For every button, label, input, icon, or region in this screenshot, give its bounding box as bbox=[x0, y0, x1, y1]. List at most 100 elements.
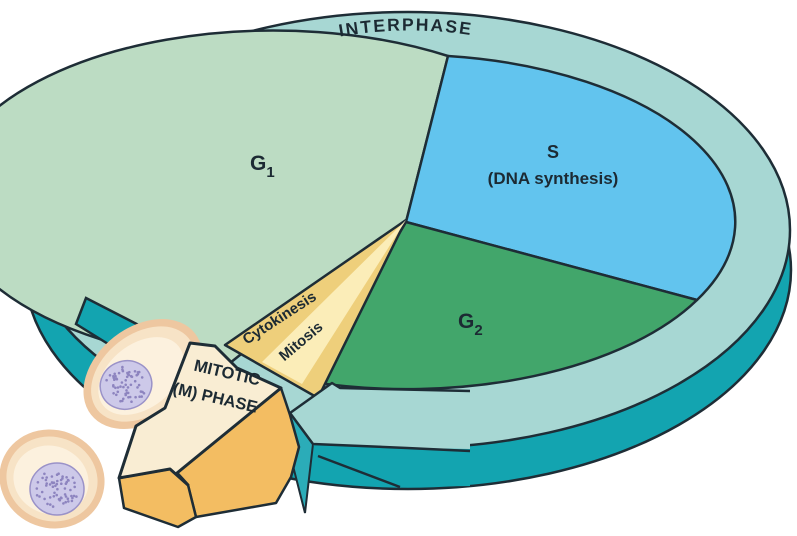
wedge-highlight bbox=[262, 220, 406, 384]
nucleus-dot bbox=[60, 482, 63, 486]
daughter-cell-lower bbox=[0, 429, 105, 529]
nucleus-dot bbox=[116, 386, 120, 389]
mitotic-phase-arrow bbox=[117, 341, 301, 529]
nucleus-dot bbox=[55, 482, 59, 486]
g2-label: G2 bbox=[458, 310, 483, 339]
nucleus-dot bbox=[71, 476, 75, 480]
ring-arrow-top bbox=[290, 383, 470, 449]
nucleus-dot bbox=[56, 487, 59, 491]
nucleus-dot bbox=[141, 390, 144, 394]
nucleus-dot bbox=[70, 499, 74, 503]
nucleus-dot bbox=[121, 399, 124, 403]
nucleus-dot bbox=[136, 386, 139, 389]
nucleus-dot bbox=[125, 389, 128, 392]
interphase-sectors bbox=[0, 29, 737, 391]
ring-arrowhead bbox=[288, 381, 471, 514]
nucleus-dot bbox=[133, 370, 137, 373]
nucleus-dot bbox=[140, 395, 143, 398]
mitotic-wedge bbox=[223, 218, 408, 400]
nucleus-dot bbox=[67, 500, 70, 503]
nucleus-dot bbox=[46, 502, 49, 506]
wedge-shape bbox=[223, 218, 408, 400]
nucleus-dot bbox=[75, 495, 78, 498]
nucleus-dot bbox=[51, 485, 55, 489]
nucleus-dot bbox=[121, 369, 125, 373]
nucleus-dot bbox=[63, 493, 67, 496]
nucleus-dot bbox=[119, 385, 122, 388]
nucleus-dot bbox=[51, 505, 55, 508]
nucleus-dot bbox=[57, 497, 61, 501]
nucleus-dot bbox=[36, 481, 40, 484]
nucleus-dot bbox=[115, 377, 118, 380]
nucleus-dot bbox=[124, 392, 127, 396]
nucleus-dot bbox=[124, 379, 127, 382]
nucleus-dot bbox=[65, 480, 68, 484]
nucleus-dot bbox=[49, 503, 52, 506]
nucleus-dot bbox=[126, 386, 130, 389]
g1-label: G1 bbox=[250, 152, 275, 181]
nucleus-dot bbox=[136, 371, 140, 374]
nucleus-dot bbox=[50, 475, 54, 478]
nucleus-dot bbox=[125, 375, 129, 379]
nucleus-dot bbox=[133, 379, 137, 383]
s-sector bbox=[404, 54, 737, 302]
nucleus-dot bbox=[120, 381, 124, 384]
nucleus-dot bbox=[64, 500, 67, 504]
nucleus-dot bbox=[71, 496, 74, 500]
nucleus-dot bbox=[45, 484, 48, 487]
nucleus-dot bbox=[128, 370, 131, 374]
nucleus-dot bbox=[126, 372, 130, 376]
nucleus-dot bbox=[53, 491, 56, 495]
nucleus-dot bbox=[113, 378, 116, 382]
nucleus-dot bbox=[117, 371, 121, 375]
nucleus-dot bbox=[64, 495, 68, 498]
nucleus-dot bbox=[73, 481, 76, 485]
nucleus-dot bbox=[129, 374, 133, 378]
nucleus-dot bbox=[40, 490, 44, 494]
s-sublabel: (DNA synthesis) bbox=[488, 169, 619, 188]
nucleus-dot bbox=[122, 385, 125, 389]
nucleus-dot bbox=[114, 374, 117, 378]
nucleus-stipple bbox=[35, 472, 78, 508]
nucleus-dot bbox=[116, 390, 120, 394]
nucleus-dot bbox=[43, 472, 46, 476]
nucleus-dot bbox=[130, 400, 133, 404]
nucleus-dot bbox=[38, 495, 41, 498]
nucleus-dot bbox=[45, 482, 48, 485]
nucleus-dot bbox=[61, 477, 64, 480]
nucleus-dot bbox=[66, 497, 70, 501]
ring-arrow-front-edge bbox=[317, 454, 401, 489]
nucleus-dot bbox=[43, 497, 46, 501]
nucleus-dot bbox=[108, 374, 112, 377]
nucleus-dot bbox=[137, 383, 141, 387]
nucleus-dot bbox=[52, 495, 56, 498]
g1-sector bbox=[0, 29, 450, 365]
nucleus-dot bbox=[69, 488, 72, 492]
ring-arrow-front bbox=[313, 444, 470, 487]
nucleus-dot bbox=[112, 384, 115, 387]
nucleus-dot bbox=[61, 475, 64, 478]
nucleus-dot bbox=[140, 376, 144, 379]
nucleus-dot bbox=[112, 392, 115, 395]
nucleus-dot bbox=[65, 476, 68, 479]
nucleus-dot bbox=[70, 494, 73, 498]
nucleus-dot bbox=[41, 476, 44, 480]
nucleus-dot bbox=[134, 395, 137, 399]
nucleus-dot bbox=[48, 483, 52, 486]
nucleus-dot bbox=[55, 473, 59, 477]
nucleus-dot bbox=[124, 383, 127, 387]
nucleus-dot bbox=[105, 378, 108, 382]
nucleus-dot bbox=[122, 397, 125, 401]
nucleus-stipple bbox=[105, 365, 146, 404]
nucleus-dot bbox=[62, 502, 65, 505]
nucleus-dot bbox=[45, 476, 48, 479]
nucleus-dot bbox=[48, 496, 52, 499]
nucleus-dot bbox=[121, 365, 124, 369]
nucleus-dot bbox=[55, 493, 58, 497]
nucleus-dot bbox=[114, 386, 117, 390]
nucleus-dot bbox=[44, 478, 48, 482]
nucleus-dot bbox=[113, 372, 116, 376]
nucleus-dot bbox=[136, 372, 140, 376]
nucleus-dot bbox=[112, 374, 115, 378]
